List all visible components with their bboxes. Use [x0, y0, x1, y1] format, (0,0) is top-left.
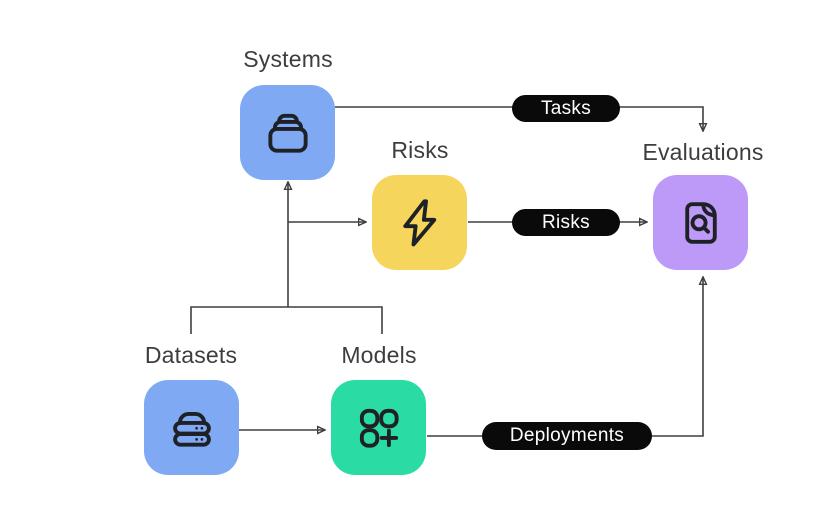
risks-pill-label: Risks — [542, 211, 590, 233]
lightning-icon — [402, 198, 436, 246]
risks-label: Risks — [391, 137, 449, 163]
deployments-pill-label: Deployments — [509, 425, 625, 446]
evaluations-label: Evaluations — [642, 139, 764, 165]
deployments-pill: Deployments — [482, 422, 652, 450]
datasets-label: Datasets — [144, 342, 238, 368]
edge-systems-to-evaluations — [335, 106, 703, 131]
tasks-pill-label: Tasks — [540, 97, 592, 119]
evaluations-node — [653, 175, 748, 270]
tasks-pill: Tasks — [512, 95, 620, 122]
risks-node — [372, 175, 467, 270]
systems-node — [240, 85, 335, 180]
document-search-icon — [684, 201, 717, 244]
models-label: Models — [341, 342, 417, 368]
models-node — [331, 380, 426, 475]
risks-pill: Risks — [512, 209, 620, 236]
datasets-node — [144, 380, 239, 475]
grid-add-icon — [359, 408, 399, 448]
database-icon — [172, 411, 211, 447]
systems-label: Systems — [243, 46, 333, 72]
edge-datasets-models-tree — [190, 306, 383, 334]
archive-icon — [267, 113, 308, 153]
